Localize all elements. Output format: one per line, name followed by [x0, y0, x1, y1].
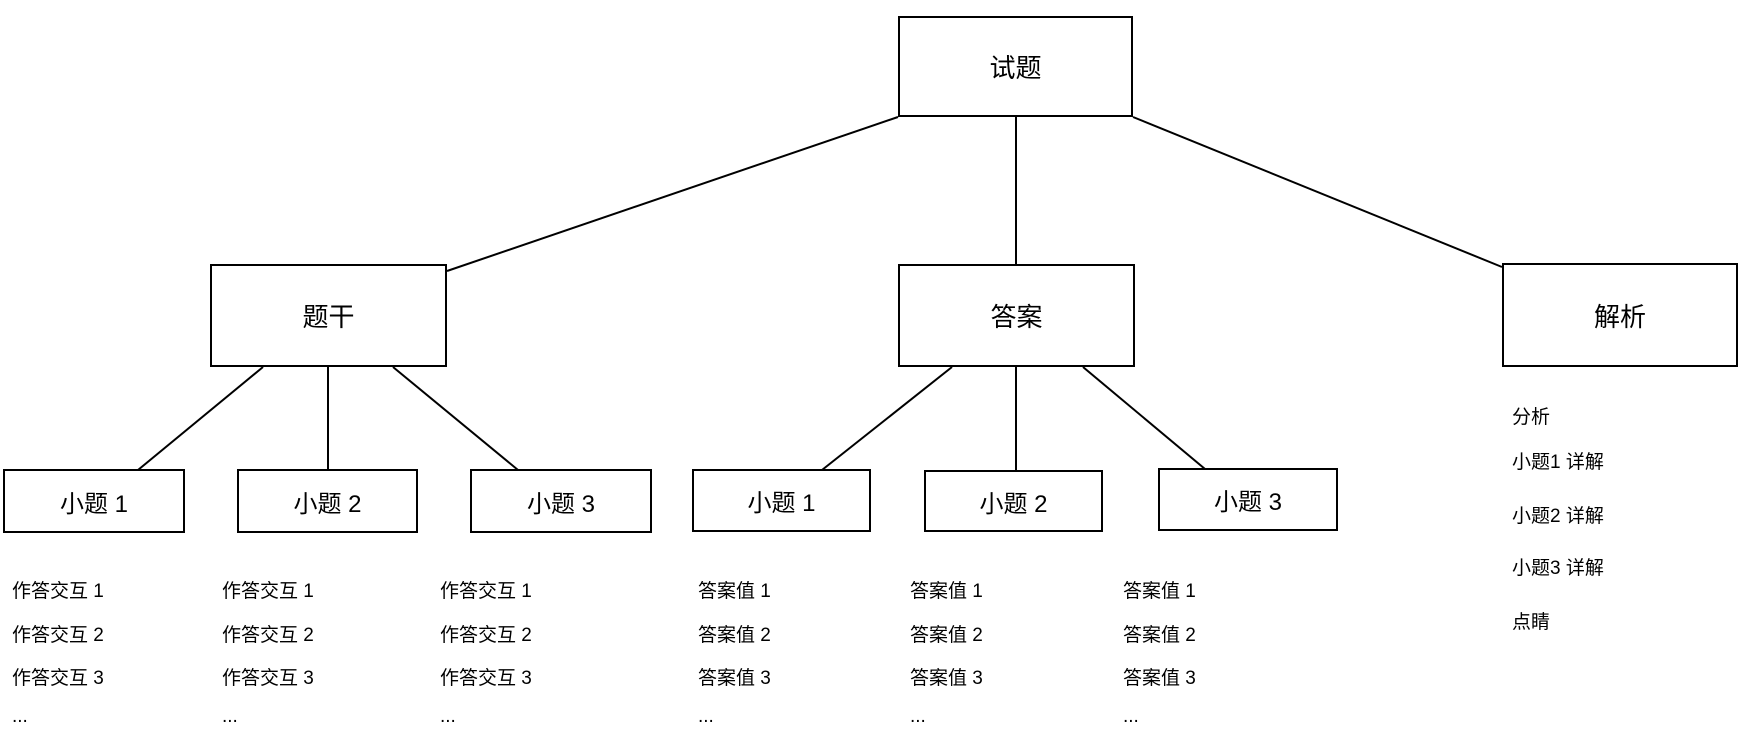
answer-sub1-value-item: 答案值 3	[698, 668, 771, 689]
node-stem-sub1: 小题 1	[3, 469, 185, 533]
answer-sub1-value-item: 答案值 2	[698, 625, 771, 646]
stem-sub3-interaction-item: 作答交互 3	[440, 668, 532, 689]
analysis-item-sub2: 小题2 详解	[1512, 506, 1604, 527]
answer-sub3-value-item: 答案值 1	[1123, 581, 1196, 602]
stem-sub2-ellipsis: ...	[222, 706, 238, 727]
stem-sub3-interaction-item: 作答交互 1	[440, 581, 532, 602]
analysis-item-sub1: 小题1 详解	[1512, 452, 1604, 473]
analysis-item-dianjing: 点睛	[1512, 612, 1551, 633]
stem-sub3-interaction-item: 作答交互 2	[440, 625, 532, 646]
answer-sub3-ellipsis: ...	[1123, 706, 1139, 727]
stem-sub1-interaction-item: 作答交互 3	[12, 668, 104, 689]
node-answer-sub3: 小题 3	[1158, 468, 1338, 531]
edge-answer-to-sub1	[821, 366, 953, 471]
stem-sub1-interaction-item: 作答交互 1	[12, 581, 104, 602]
stem-sub3-ellipsis: ...	[440, 706, 456, 727]
answer-sub2-value-item: 答案值 3	[910, 668, 983, 689]
node-answer-sub1: 小题 1	[692, 469, 871, 532]
node-stem: 题干	[210, 264, 447, 367]
answer-sub2-value-item: 答案值 1	[910, 581, 983, 602]
analysis-item-fenxi: 分析	[1512, 407, 1551, 428]
answer-sub1-value-item: 答案值 1	[698, 581, 771, 602]
stem-sub2-interaction-item: 作答交互 1	[222, 581, 314, 602]
answer-sub2-ellipsis: ...	[910, 706, 926, 727]
analysis-item-sub3: 小题3 详解	[1512, 558, 1604, 579]
edge-root-to-stem	[446, 116, 899, 272]
node-stem-sub3: 小题 3	[470, 469, 652, 533]
answer-sub1-ellipsis: ...	[698, 706, 714, 727]
stem-sub1-interaction-item: 作答交互 2	[12, 625, 104, 646]
edge-stem-to-sub3	[392, 366, 519, 471]
stem-sub2-interaction-item: 作答交互 2	[222, 625, 314, 646]
edge-stem-to-sub1	[137, 366, 264, 471]
answer-sub2-value-item: 答案值 2	[910, 625, 983, 646]
edge-root-to-analysis	[1132, 116, 1503, 268]
answer-sub3-value-item: 答案值 2	[1123, 625, 1196, 646]
node-analysis: 解析	[1502, 263, 1738, 367]
stem-sub2-interaction-item: 作答交互 3	[222, 668, 314, 689]
node-stem-sub2: 小题 2	[237, 469, 418, 533]
node-question: 试题	[898, 16, 1133, 117]
node-answer-sub2: 小题 2	[924, 470, 1103, 532]
edge-answer-to-sub3	[1082, 366, 1206, 470]
answer-sub3-value-item: 答案值 3	[1123, 668, 1196, 689]
stem-sub1-ellipsis: ...	[12, 706, 28, 727]
node-answer: 答案	[898, 264, 1135, 367]
